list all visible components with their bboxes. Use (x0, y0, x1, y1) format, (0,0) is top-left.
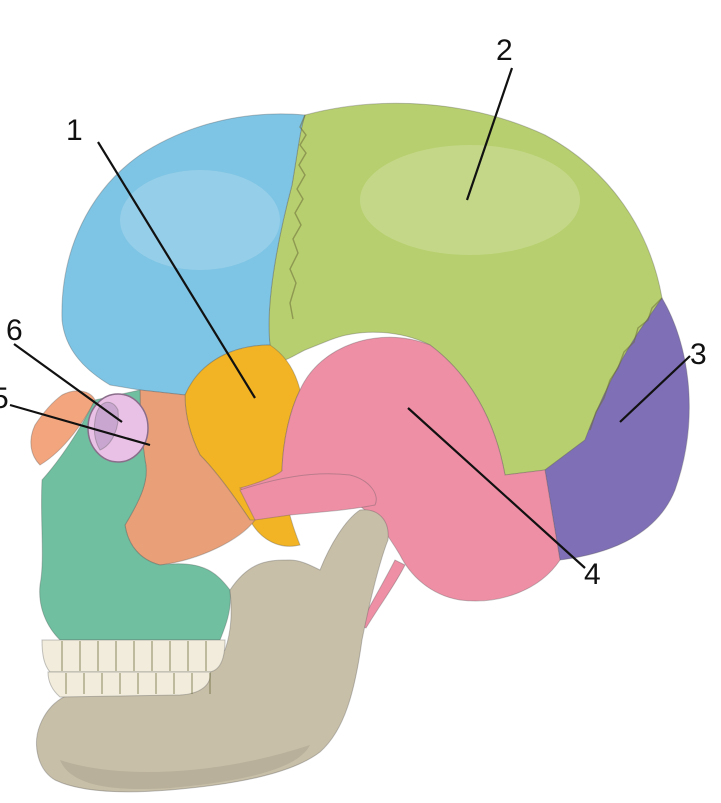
callout-label-4: 4 (584, 558, 601, 591)
frontal-highlight (120, 170, 280, 270)
callout-label-3: 3 (690, 338, 707, 371)
callout-label-5: 5 (0, 382, 9, 415)
teeth-row (41, 639, 226, 698)
temporal-bone (238, 336, 561, 602)
zygomatic-arch (239, 473, 377, 521)
leader-line-3 (619, 355, 691, 423)
coronal-suture (289, 114, 307, 320)
leader-line-4 (407, 407, 586, 569)
leader-line-5 (9, 403, 151, 447)
lower-teeth (47, 671, 211, 698)
leader-line-6 (13, 343, 123, 423)
mandible-shade (60, 745, 310, 790)
occipital-bone (544, 297, 690, 561)
callout-label-6: 6 (6, 314, 23, 347)
lambdoid-suture (589, 297, 663, 431)
callout-label-2: 2 (496, 34, 513, 67)
parietal-highlight (360, 145, 580, 255)
styloid-process (359, 559, 406, 629)
leader-line-2 (465, 67, 514, 201)
leader-line-1 (97, 141, 256, 399)
callout-label-1: 1 (66, 114, 83, 147)
